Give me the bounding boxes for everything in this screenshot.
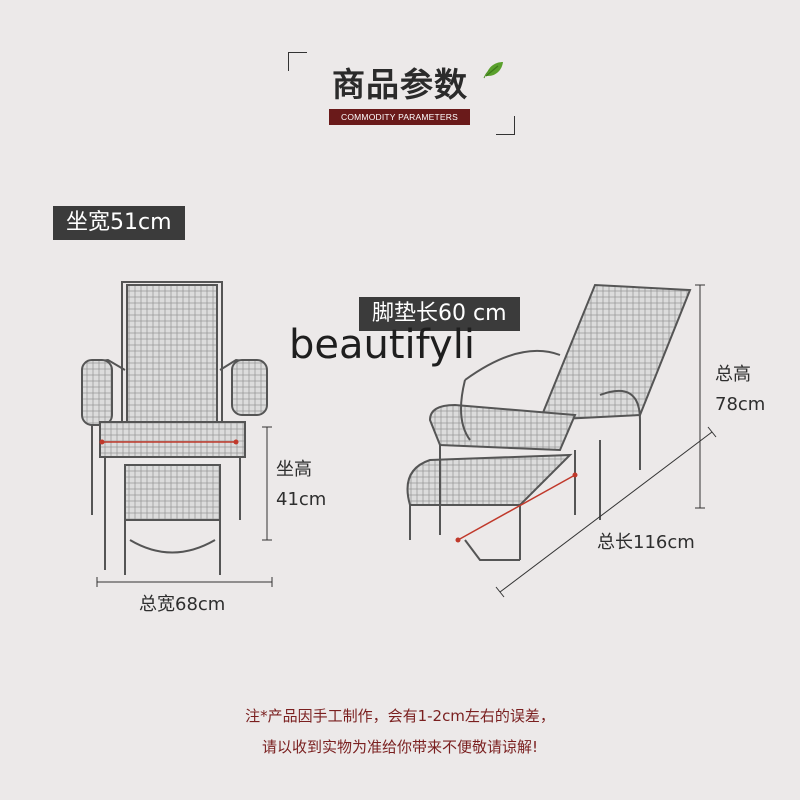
seat-height-label-line1: 坐高: [276, 459, 312, 480]
total-width-dimension: [96, 577, 273, 587]
seat-width-tag: 坐宽51cm: [53, 206, 185, 240]
total-height-label-line2: 78cm: [715, 394, 766, 415]
page-title: 商品参数: [332, 65, 468, 104]
note-line-2: 请以收到实物为准给你带来不便敬请谅解!: [261, 738, 538, 756]
seat-height-label: 坐高 41cm: [276, 455, 326, 515]
seat-height-dimension: [262, 426, 272, 541]
header-corner-top-left: [288, 52, 307, 71]
watermark-text: beautifyli: [289, 322, 475, 368]
side-view-chair: [406, 283, 692, 561]
leaf-icon: [483, 62, 503, 79]
total-height-label: 总高 78cm: [715, 360, 765, 420]
note-line-1: 注*产品因手工制作，会有1-2cm左右的误差，: [245, 707, 555, 725]
total-height-label-line1: 总高: [715, 364, 751, 385]
seat-width-measure: [99, 439, 239, 445]
seat-height-label-line2: 41cm: [276, 489, 327, 510]
total-length-label: 总长116cm: [597, 532, 695, 553]
header-corner-bottom-right: [496, 116, 515, 135]
footrest-length-tag: 脚垫长60 cm: [359, 297, 520, 331]
total-height-dimension: [695, 284, 705, 509]
footrest-measure: [455, 472, 578, 543]
front-view-chair: [81, 281, 268, 575]
total-width-label: 总宽68cm: [139, 594, 226, 615]
page-subtitle: COMMODITY PARAMETERS: [329, 109, 470, 125]
total-length-dimension: [495, 426, 717, 598]
